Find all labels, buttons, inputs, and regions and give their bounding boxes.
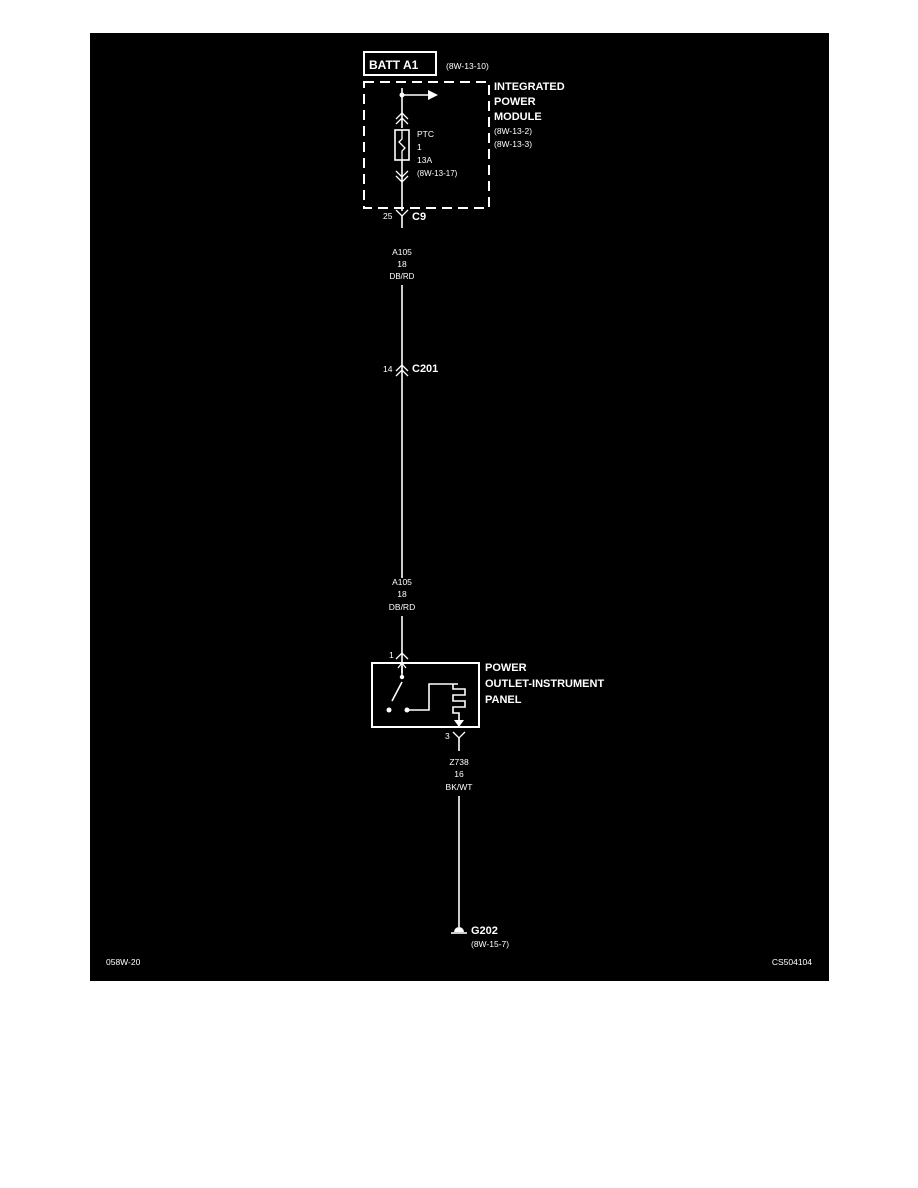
c9-pin: 25 [383,211,393,221]
ground-ref: (8W-15-7) [471,939,509,949]
c9-name: C9 [412,211,426,223]
wire-bottom-color: BK/WT [446,782,473,792]
batt-a1-label: BATT A1 [369,58,419,72]
ptc-fuse-element [398,130,406,160]
batt-a1-box [363,51,437,76]
ipm-branch-arrow-icon [428,90,438,100]
element-wire [407,683,458,711]
ipm-upper-connector-icon-2 [395,117,409,125]
outlet-output-arrow-icon [454,720,464,727]
c201-connector-icon [395,364,409,372]
outlet-pin-out: 3 [445,731,450,741]
c201-connector-icon-2 [395,369,409,377]
outlet-pin1-connector-icon [395,652,409,660]
wiring-diagram: BATT A1 (8W-13-10) INTEGRATED POWER MODU… [106,51,812,967]
outlet-inner-arrow-icon [397,661,407,669]
ground-name: G202 [471,925,498,937]
ptc-ref: (8W-13-17) [417,169,458,178]
wire-bottom-gauge: 16 [454,769,464,779]
ipm-name-1: INTEGRATED [494,81,565,93]
power-outlet-box [371,662,480,728]
wire-bottom-circuit: Z738 [449,757,469,767]
ipm-lower-connector-icon-2 [395,175,409,183]
outlet-name-1: POWER [485,662,527,674]
wiring-diagram-panel: BATT A1 (8W-13-10) INTEGRATED POWER MODU… [90,33,829,981]
wire-top-color: DB/RD [390,272,415,281]
outlet-name-3: PANEL [485,694,522,706]
ipm-name-2: POWER [494,96,536,108]
heating-element-icon [452,684,466,724]
wire-mid-circuit: A105 [392,577,412,587]
ptc-rating: 13A [417,155,432,165]
ipm-lower-connector-icon [395,170,409,178]
ipm-name-3: MODULE [494,111,542,123]
wire-mid-color: DB/RD [389,602,415,612]
outlet-pin3-connector-icon [452,731,466,739]
outlet-name-2: OUTLET-INSTRUMENT [485,678,604,690]
ipm-upper-connector-icon [395,112,409,120]
c201-pin: 14 [383,364,393,374]
ptc-type: PTC [417,129,434,139]
footer-figure-code: CS504104 [772,957,812,967]
ptc-number: 1 [417,142,422,152]
ipm-ref-1: (8W-13-2) [494,126,532,136]
wire-top-circuit: A105 [392,247,412,257]
ipm-box [363,81,490,209]
outlet-pin-in: 1 [389,650,394,660]
switch-blade [391,681,403,702]
ground-icon [454,927,464,932]
ipm-ref-2: (8W-13-3) [494,139,532,149]
c201-name: C201 [412,363,438,375]
switch-contact [386,707,392,713]
batt-a1-ref: (8W-13-10) [446,61,489,71]
wire-top-gauge: 18 [397,259,407,269]
footer-page-code: 058W-20 [106,957,141,967]
wire-mid-gauge: 18 [397,589,407,599]
